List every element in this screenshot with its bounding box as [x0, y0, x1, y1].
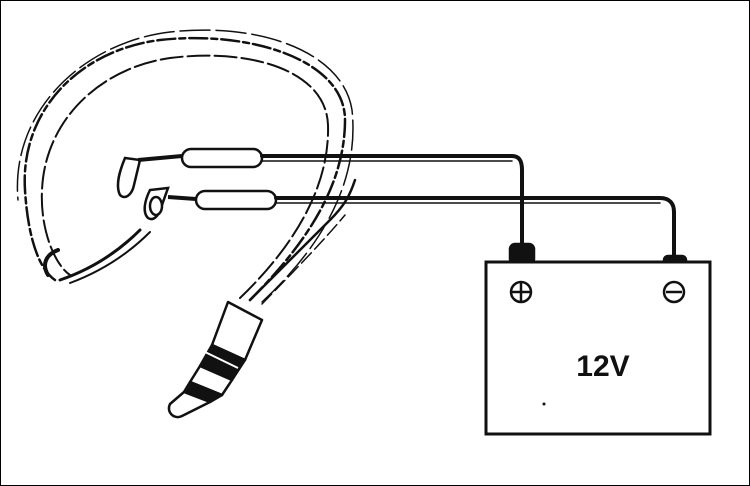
connector-clips — [116, 156, 170, 221]
ink-speck — [542, 402, 546, 406]
battery-wires — [260, 154, 676, 260]
cable-coil — [16, 29, 357, 305]
probe-plug — [167, 300, 264, 419]
battery-body — [484, 260, 712, 436]
minus-symbol — [662, 280, 686, 304]
plus-symbol — [509, 280, 533, 304]
battery-voltage-label: 12V — [576, 350, 630, 383]
